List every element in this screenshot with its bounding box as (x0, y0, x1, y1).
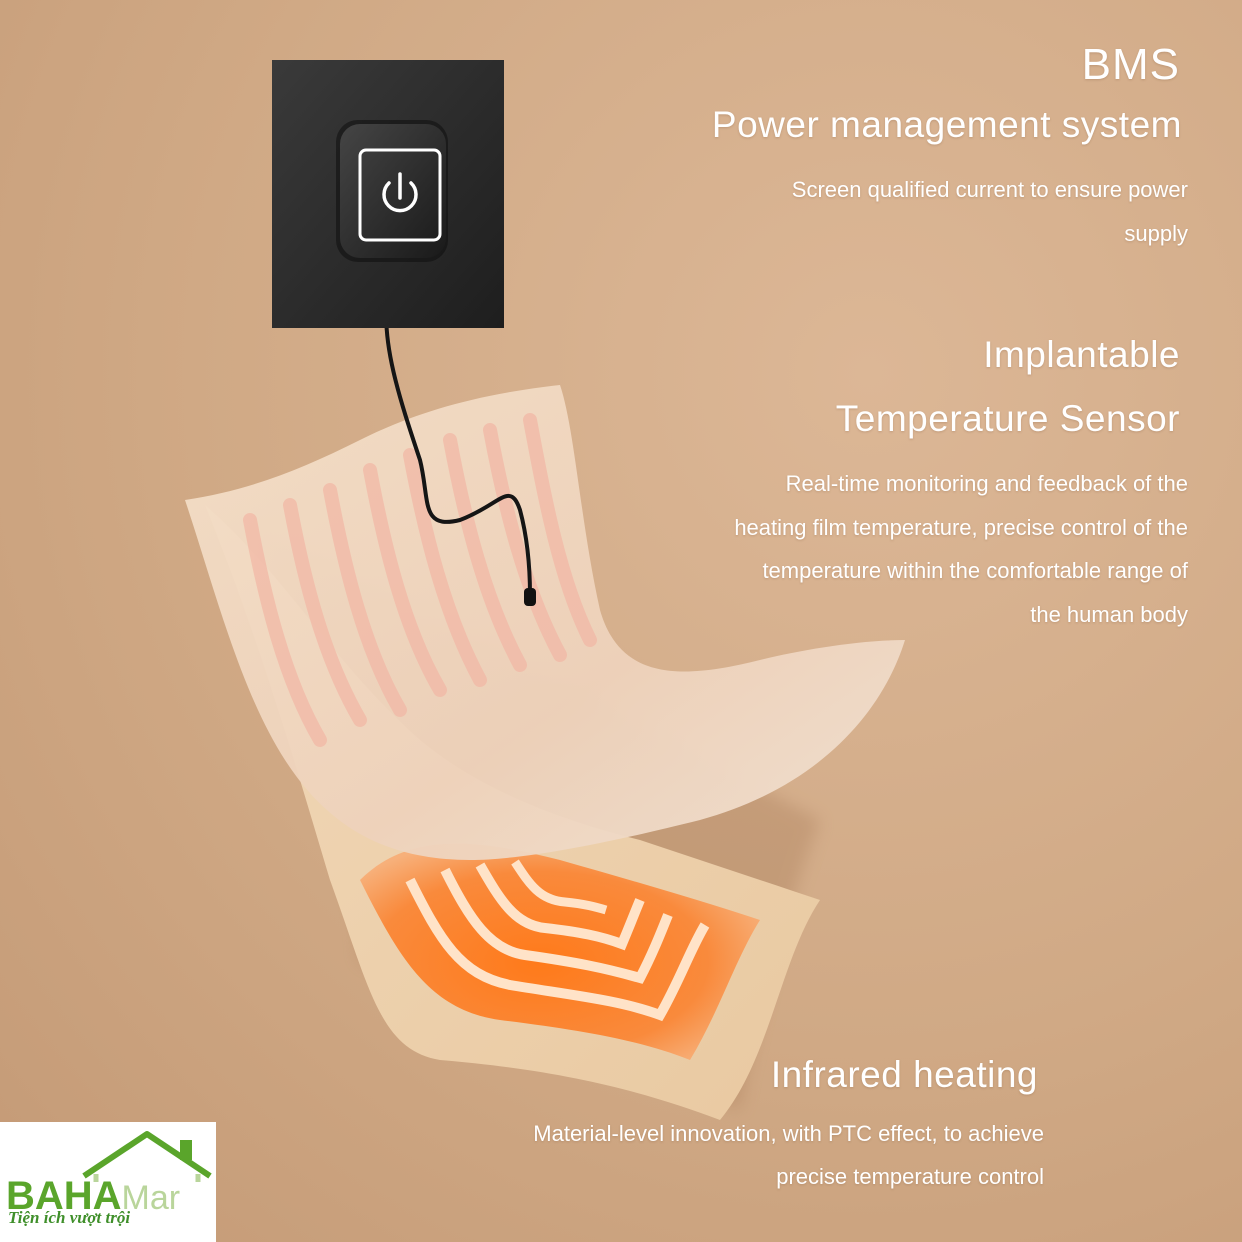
sensor-description: Real-time monitoring and feedback of the… (734, 471, 1188, 627)
brand-primary: BAHA (6, 1174, 122, 1218)
bms-title: BMS (1081, 40, 1180, 89)
sensor-title-line1: Implantable (983, 334, 1180, 375)
house-icon (82, 1131, 212, 1182)
brand-secondary: Mar (121, 1179, 181, 1217)
brand-wordmark: BAHAMar (6, 1174, 180, 1219)
infrared-description: Material-level innovation, with PTC effe… (533, 1121, 1044, 1189)
temperature-sensor (524, 588, 536, 606)
infrared-title: Infrared heating (770, 1054, 1038, 1095)
bms-subtitle: Power management system (711, 104, 1182, 145)
brand-slogan: Tiện ích vượt trội (8, 1208, 131, 1227)
power-icon (382, 172, 418, 213)
control-panel (272, 60, 504, 328)
brand-logo: BAHAMar Tiện ích vượt trội (0, 1122, 216, 1242)
sensor-title-line2: Temperature Sensor (835, 398, 1180, 439)
sensor-cable (384, 294, 532, 596)
heating-film-top (185, 385, 905, 860)
bms-description: Screen qualified current to ensure power… (791, 177, 1188, 246)
